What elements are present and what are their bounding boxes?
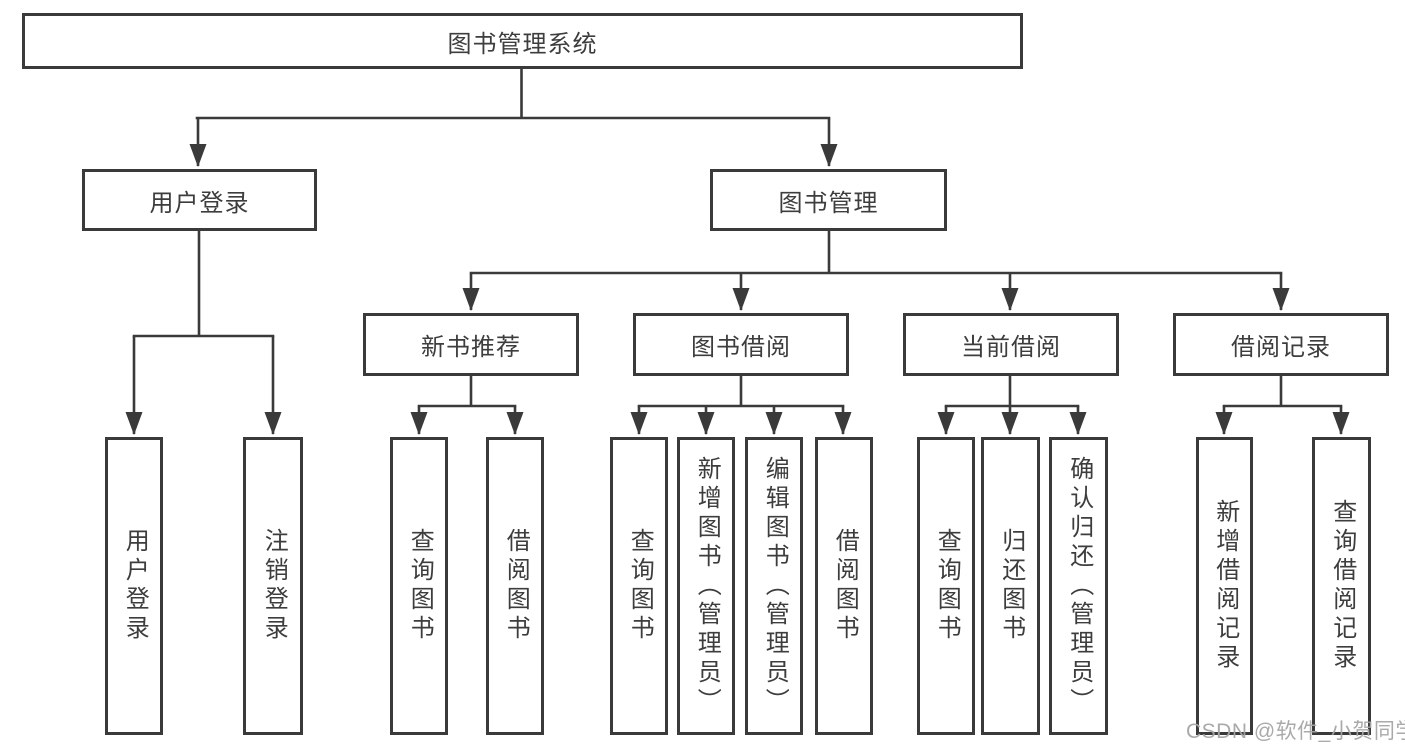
leaf-recommend-query-books: 查询图书 xyxy=(390,437,448,735)
leaf-return-books-label: 归还图书 xyxy=(997,528,1025,644)
leaf-add-borrow-record-label: 新增借阅记录 xyxy=(1211,499,1239,673)
node-borrow-records: 借阅记录 xyxy=(1173,313,1389,376)
leaf-query-borrow-record-label: 查询借阅记录 xyxy=(1328,499,1356,673)
leaf-borrow-books-label: 借阅图书 xyxy=(831,528,859,644)
leaf-borrow-books: 借阅图书 xyxy=(815,437,873,735)
leaf-add-borrow-record: 新增借阅记录 xyxy=(1196,437,1253,735)
node-current-borrow: 当前借阅 xyxy=(903,313,1119,376)
leaf-edit-books-admin-label: 编辑图书（管理员） xyxy=(761,455,789,717)
node-root: 图书管理系统 xyxy=(22,13,1023,69)
leaf-edit-books-admin: 编辑图书（管理员） xyxy=(745,437,803,735)
leaf-logout: 注销登录 xyxy=(243,437,303,735)
leaf-recommend-borrow-books-label: 借阅图书 xyxy=(502,528,530,644)
leaf-confirm-return-admin-label: 确认归还（管理员） xyxy=(1065,455,1093,717)
node-user-login-label: 用户登录 xyxy=(149,189,250,217)
leaf-query-borrow-record: 查询借阅记录 xyxy=(1312,437,1371,735)
leaf-current-query-books: 查询图书 xyxy=(917,437,975,735)
leaf-recommend-query-books-label: 查询图书 xyxy=(406,528,434,644)
node-new-book-recommend-label: 新书推荐 xyxy=(421,334,521,361)
tree-trunk-lines xyxy=(132,67,1343,408)
leaf-recommend-borrow-books: 借阅图书 xyxy=(486,437,544,735)
leaf-return-books: 归还图书 xyxy=(981,437,1040,735)
leaf-add-books-admin-label: 新增图书（管理员） xyxy=(693,455,721,717)
node-book-borrow-label: 图书借阅 xyxy=(691,334,791,361)
leaf-confirm-return-admin: 确认归还（管理员） xyxy=(1049,437,1108,735)
leaf-user-login-label: 用户登录 xyxy=(121,528,149,644)
node-book-management: 图书管理 xyxy=(710,169,947,231)
node-current-borrow-label: 当前借阅 xyxy=(961,334,1061,361)
node-book-borrow: 图书借阅 xyxy=(633,313,849,376)
csdn-watermark: CSDN @软件_小贺同学 xyxy=(1186,720,1405,743)
leaf-borrow-query-books: 查询图书 xyxy=(610,437,668,735)
node-user-login: 用户登录 xyxy=(82,169,317,231)
leaf-current-query-books-label: 查询图书 xyxy=(933,528,961,644)
leaf-user-login: 用户登录 xyxy=(105,437,163,735)
node-new-book-recommend: 新书推荐 xyxy=(363,313,579,376)
node-book-management-label: 图书管理 xyxy=(778,189,879,217)
leaf-add-books-admin: 新增图书（管理员） xyxy=(677,437,735,735)
leaf-borrow-query-books-label: 查询图书 xyxy=(626,528,654,644)
node-borrow-records-label: 借阅记录 xyxy=(1231,334,1331,361)
node-root-label: 图书管理系统 xyxy=(447,30,598,58)
leaf-logout-label: 注销登录 xyxy=(260,528,288,644)
